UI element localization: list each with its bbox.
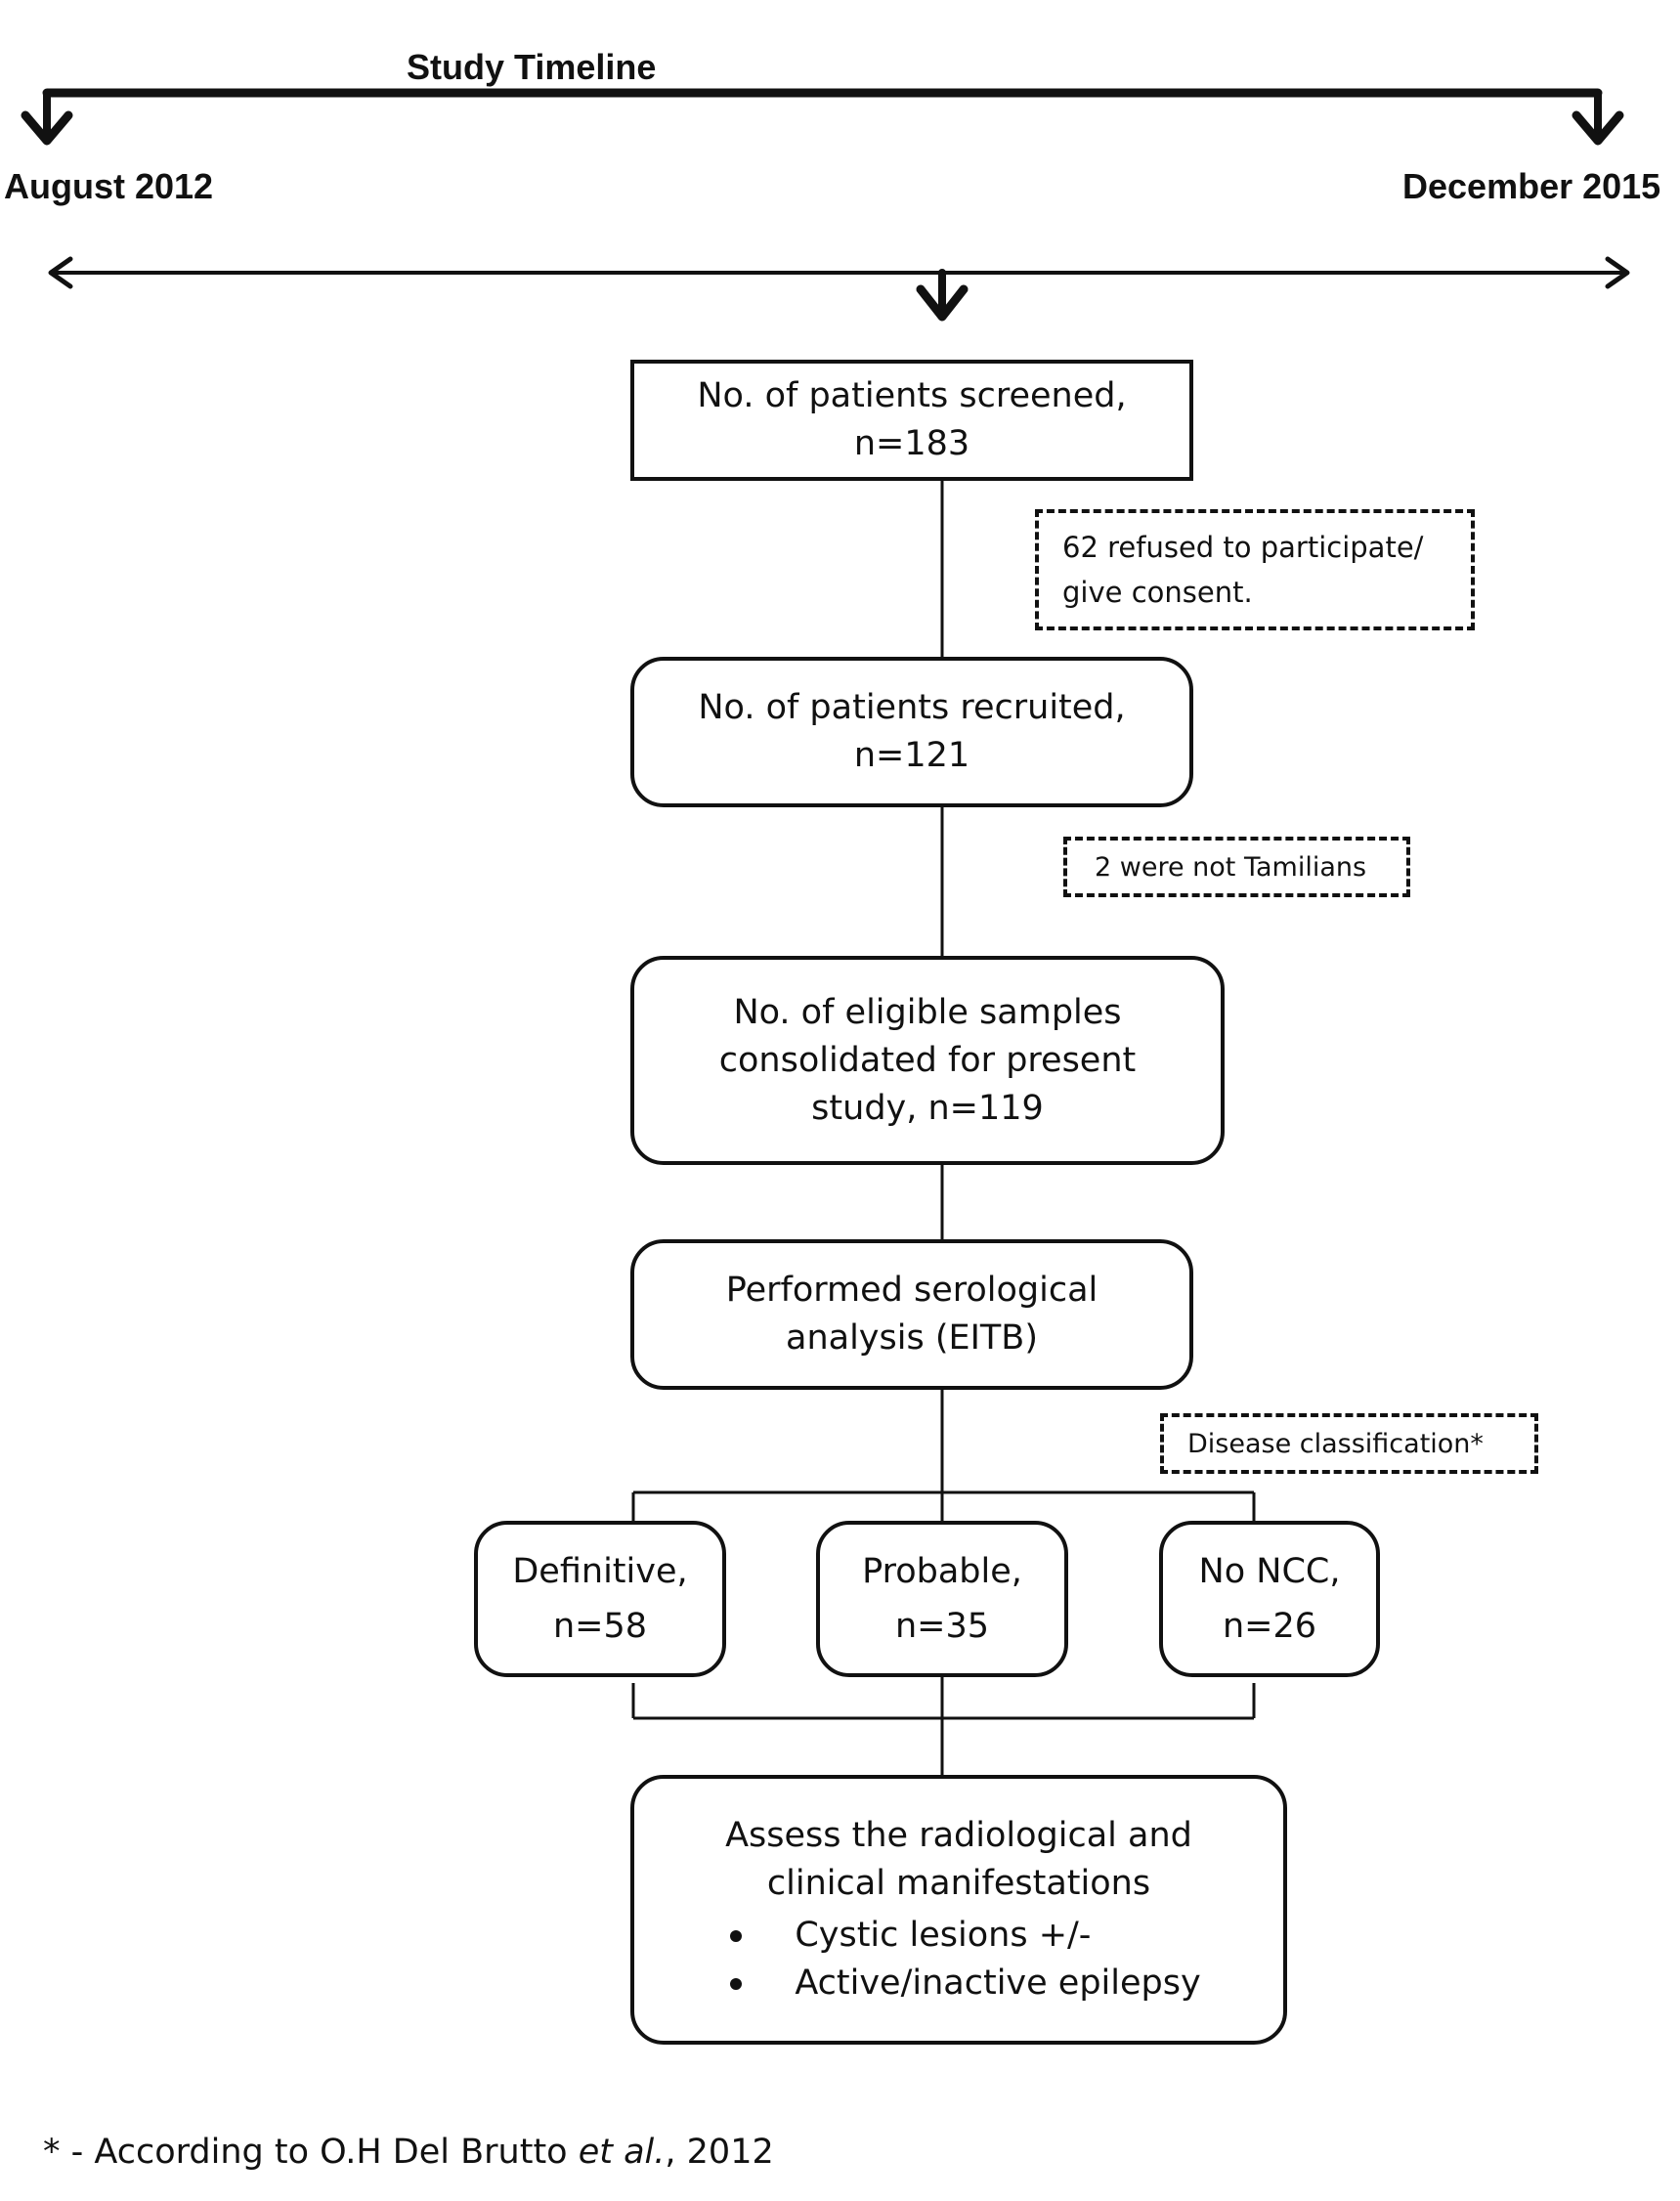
recruited-label: No. of patients recruited, bbox=[698, 688, 1126, 727]
definitive-label: Definitive, bbox=[512, 1552, 688, 1591]
assess-box: Assess the radiological and clinical man… bbox=[630, 1775, 1287, 2045]
refused-note: 62 refused to participate/ give consent. bbox=[1035, 509, 1475, 630]
screened-count: n=183 bbox=[853, 424, 970, 463]
not-tamilians-note: 2 were not Tamilians bbox=[1063, 837, 1410, 897]
eligible-box: No. of eligible samples consolidated for… bbox=[630, 956, 1225, 1165]
classification-text: Disease classification* bbox=[1187, 1429, 1484, 1459]
assess-bullet-list: Cystic lesions +/- Active/inactive epile… bbox=[716, 1912, 1201, 2007]
timeline-end-date: December 2015 bbox=[1402, 166, 1661, 206]
definitive-count: n=58 bbox=[552, 1607, 648, 1646]
no-ncc-box: No NCC, n=26 bbox=[1159, 1521, 1380, 1677]
assess-line1: Assess the radiological and bbox=[725, 1816, 1192, 1855]
eligible-line2: consolidated for present bbox=[718, 1040, 1137, 1080]
serology-box: Performed serological analysis (EITB) bbox=[630, 1239, 1193, 1390]
screened-box: No. of patients screened, n=183 bbox=[630, 360, 1193, 481]
eligible-line1: No. of eligible samples bbox=[733, 992, 1122, 1032]
footnote: * - According to O.H Del Brutto et al., … bbox=[43, 2133, 774, 2172]
bullet-icon bbox=[730, 1977, 743, 1990]
probable-label: Probable, bbox=[862, 1552, 1022, 1591]
assess-line2: clinical manifestations bbox=[766, 1864, 1151, 1903]
assess-bullet-item: Cystic lesions +/- bbox=[716, 1912, 1200, 1960]
serology-line1: Performed serological bbox=[725, 1271, 1098, 1310]
no-ncc-label: No NCC, bbox=[1198, 1552, 1341, 1591]
timeline-span-arrow bbox=[48, 256, 1630, 289]
timeline-title: Study Timeline bbox=[407, 47, 657, 87]
flow-connectors bbox=[631, 481, 1256, 1775]
probable-count: n=35 bbox=[894, 1607, 990, 1646]
definitive-box: Definitive, n=58 bbox=[474, 1521, 726, 1677]
recruited-count: n=121 bbox=[853, 736, 970, 775]
not-tamilians-text: 2 were not Tamilians bbox=[1095, 852, 1367, 883]
refused-line2: give consent. bbox=[1062, 576, 1253, 610]
screened-label: No. of patients screened, bbox=[697, 376, 1127, 415]
serology-line2: analysis (EITB) bbox=[786, 1318, 1038, 1358]
probable-box: Probable, n=35 bbox=[816, 1521, 1068, 1677]
assess-bullet-text: Active/inactive epilepsy bbox=[795, 1964, 1201, 2003]
refused-line1: 62 refused to participate/ bbox=[1062, 531, 1424, 564]
footnote-prefix: * - According to O.H Del Brutto bbox=[43, 2133, 579, 2172]
assess-bullet-item: Active/inactive epilepsy bbox=[716, 1960, 1201, 2007]
footnote-italic: et al. bbox=[578, 2133, 666, 2172]
assess-bullet-text: Cystic lesions +/- bbox=[795, 1916, 1092, 1955]
flow-start-arrow bbox=[916, 269, 969, 322]
timeline-bar bbox=[21, 88, 1624, 146]
no-ncc-count: n=26 bbox=[1222, 1607, 1317, 1646]
bullet-icon bbox=[730, 1929, 743, 1942]
classification-note: Disease classification* bbox=[1160, 1413, 1538, 1474]
footnote-suffix: , 2012 bbox=[665, 2133, 774, 2172]
timeline-start-date: August 2012 bbox=[4, 166, 214, 206]
eligible-line3: study, n=119 bbox=[811, 1088, 1044, 1128]
recruited-box: No. of patients recruited, n=121 bbox=[630, 657, 1193, 807]
